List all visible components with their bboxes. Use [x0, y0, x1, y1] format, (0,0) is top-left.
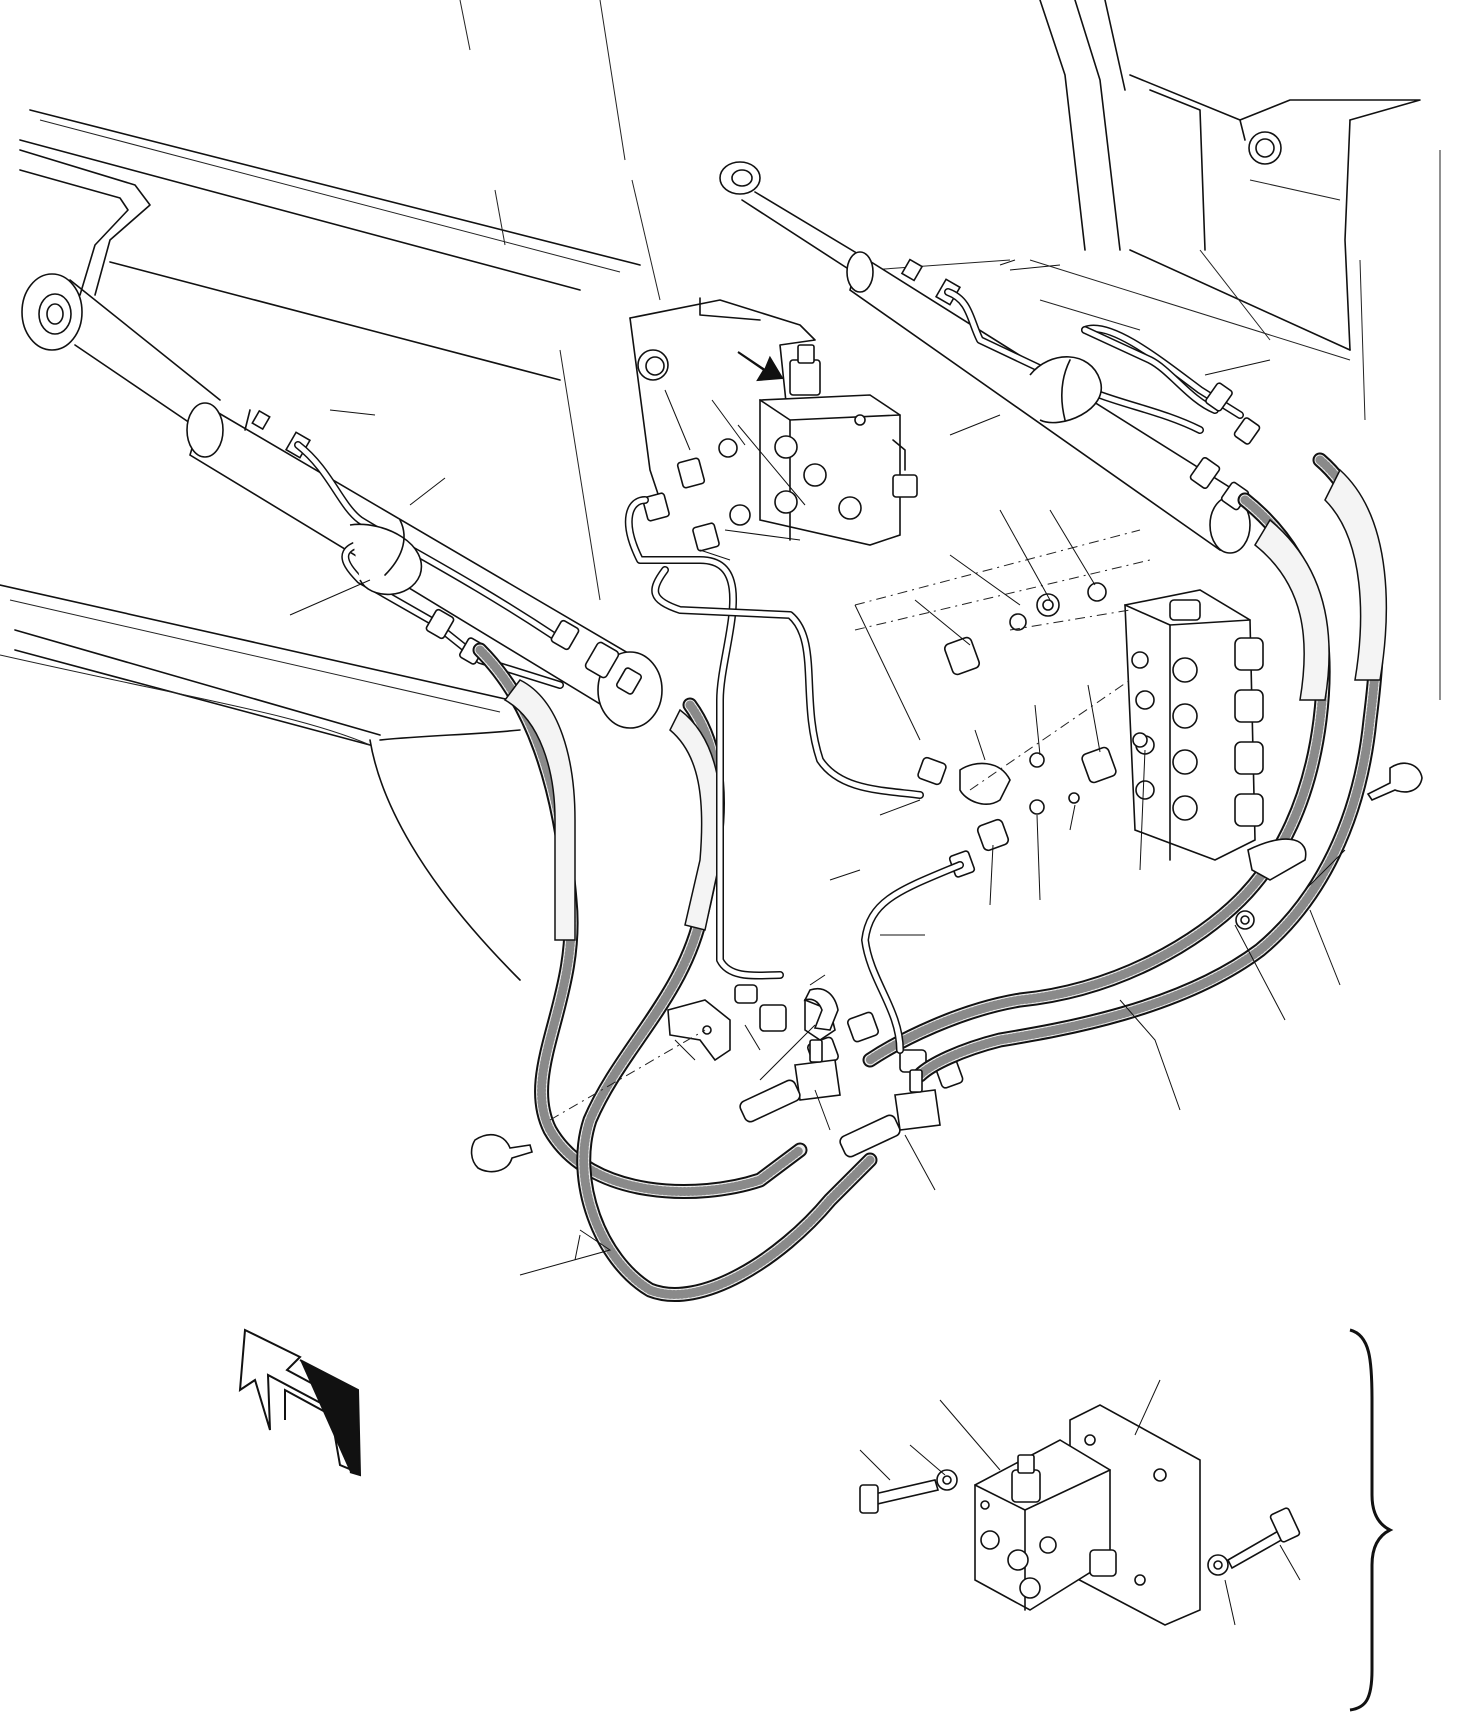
boom-frame: [0, 0, 1441, 981]
clamp: [667, 838, 1307, 1062]
pointer-arrow-icon: [737, 351, 784, 382]
wing-knob: [470, 762, 1423, 1173]
elbow-fitting: [803, 988, 839, 1031]
fittings: [734, 582, 1148, 1089]
leader-lines: [289, 259, 1346, 1276]
left-pipes: [294, 441, 642, 695]
valve-block-detail: [859, 1328, 1394, 1712]
safety-valve-block: [642, 344, 918, 552]
right-pipes: [944, 288, 1261, 511]
control-valve: [1124, 589, 1264, 861]
hose-assembly: [472, 452, 1387, 1302]
front-direction-arrow: [238, 1328, 362, 1477]
tee-fitting: [739, 1039, 941, 1158]
assembly-center-lines: [549, 529, 1151, 1121]
